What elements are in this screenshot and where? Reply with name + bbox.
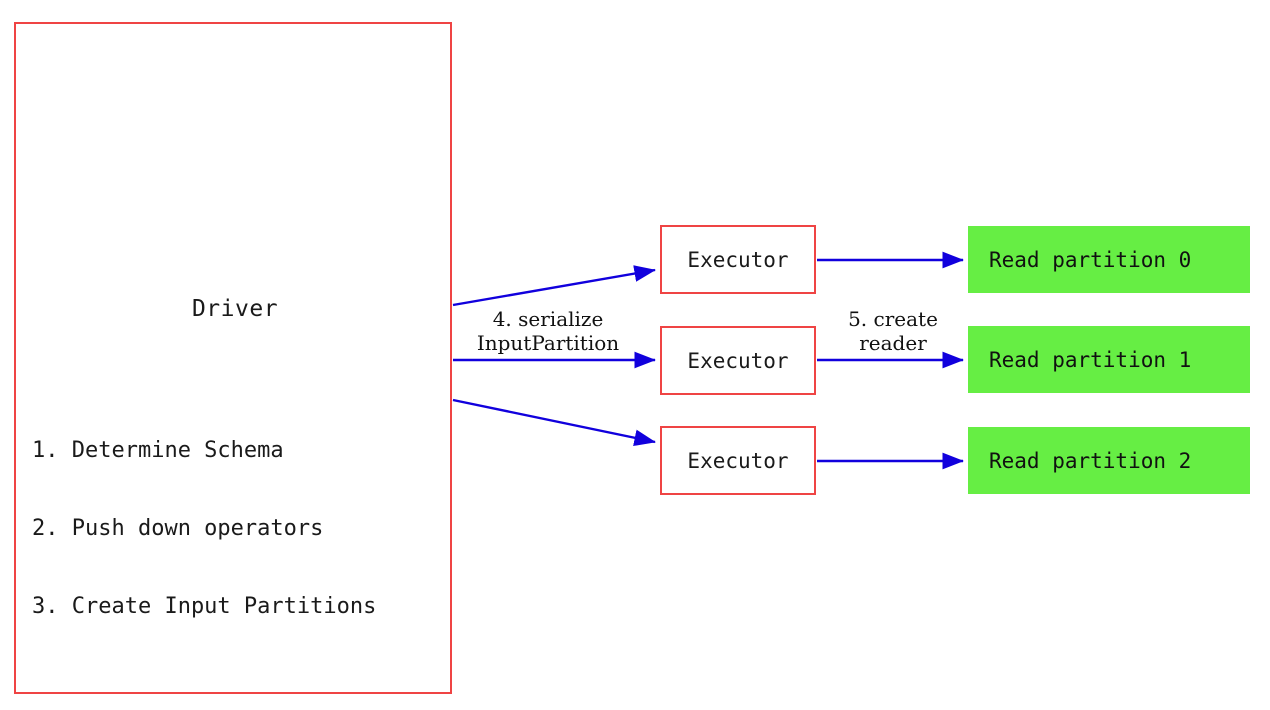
executor-box-0: Executor — [660, 225, 816, 294]
driver-step-2: 2. Push down operators — [32, 516, 324, 541]
arrow-driver-to-executor-2 — [452, 398, 656, 447]
edge-label-serialize-input-partition: 4. serialize InputPartition — [476, 307, 620, 355]
read-partition-label-0: Read partition 0 — [989, 247, 1192, 272]
executor-label-1: Executor — [687, 348, 789, 373]
read-partition-label-2: Read partition 2 — [989, 448, 1192, 473]
executor-box-1: Executor — [660, 326, 816, 395]
read-partition-label-1: Read partition 1 — [989, 347, 1192, 372]
arrow-driver-to-executor-0 — [452, 265, 656, 307]
executor-label-2: Executor — [687, 448, 789, 473]
driver-box: Driver 1. Determine Schema 2. Push down … — [14, 22, 452, 694]
driver-step-3: 3. Create Input Partitions — [32, 594, 377, 619]
read-partition-box-0: Read partition 0 — [968, 226, 1250, 293]
read-partition-box-2: Read partition 2 — [968, 427, 1250, 494]
edge-label-create-reader: 5. create reader — [848, 307, 938, 355]
read-partition-box-1: Read partition 1 — [968, 326, 1250, 393]
driver-step-1: 1. Determine Schema — [32, 438, 284, 463]
executor-box-2: Executor — [660, 426, 816, 495]
driver-title: Driver — [191, 296, 279, 322]
executor-label-0: Executor — [687, 247, 789, 272]
driver-steps-list: 1. Determine Schema 2. Push down operato… — [32, 386, 376, 672]
